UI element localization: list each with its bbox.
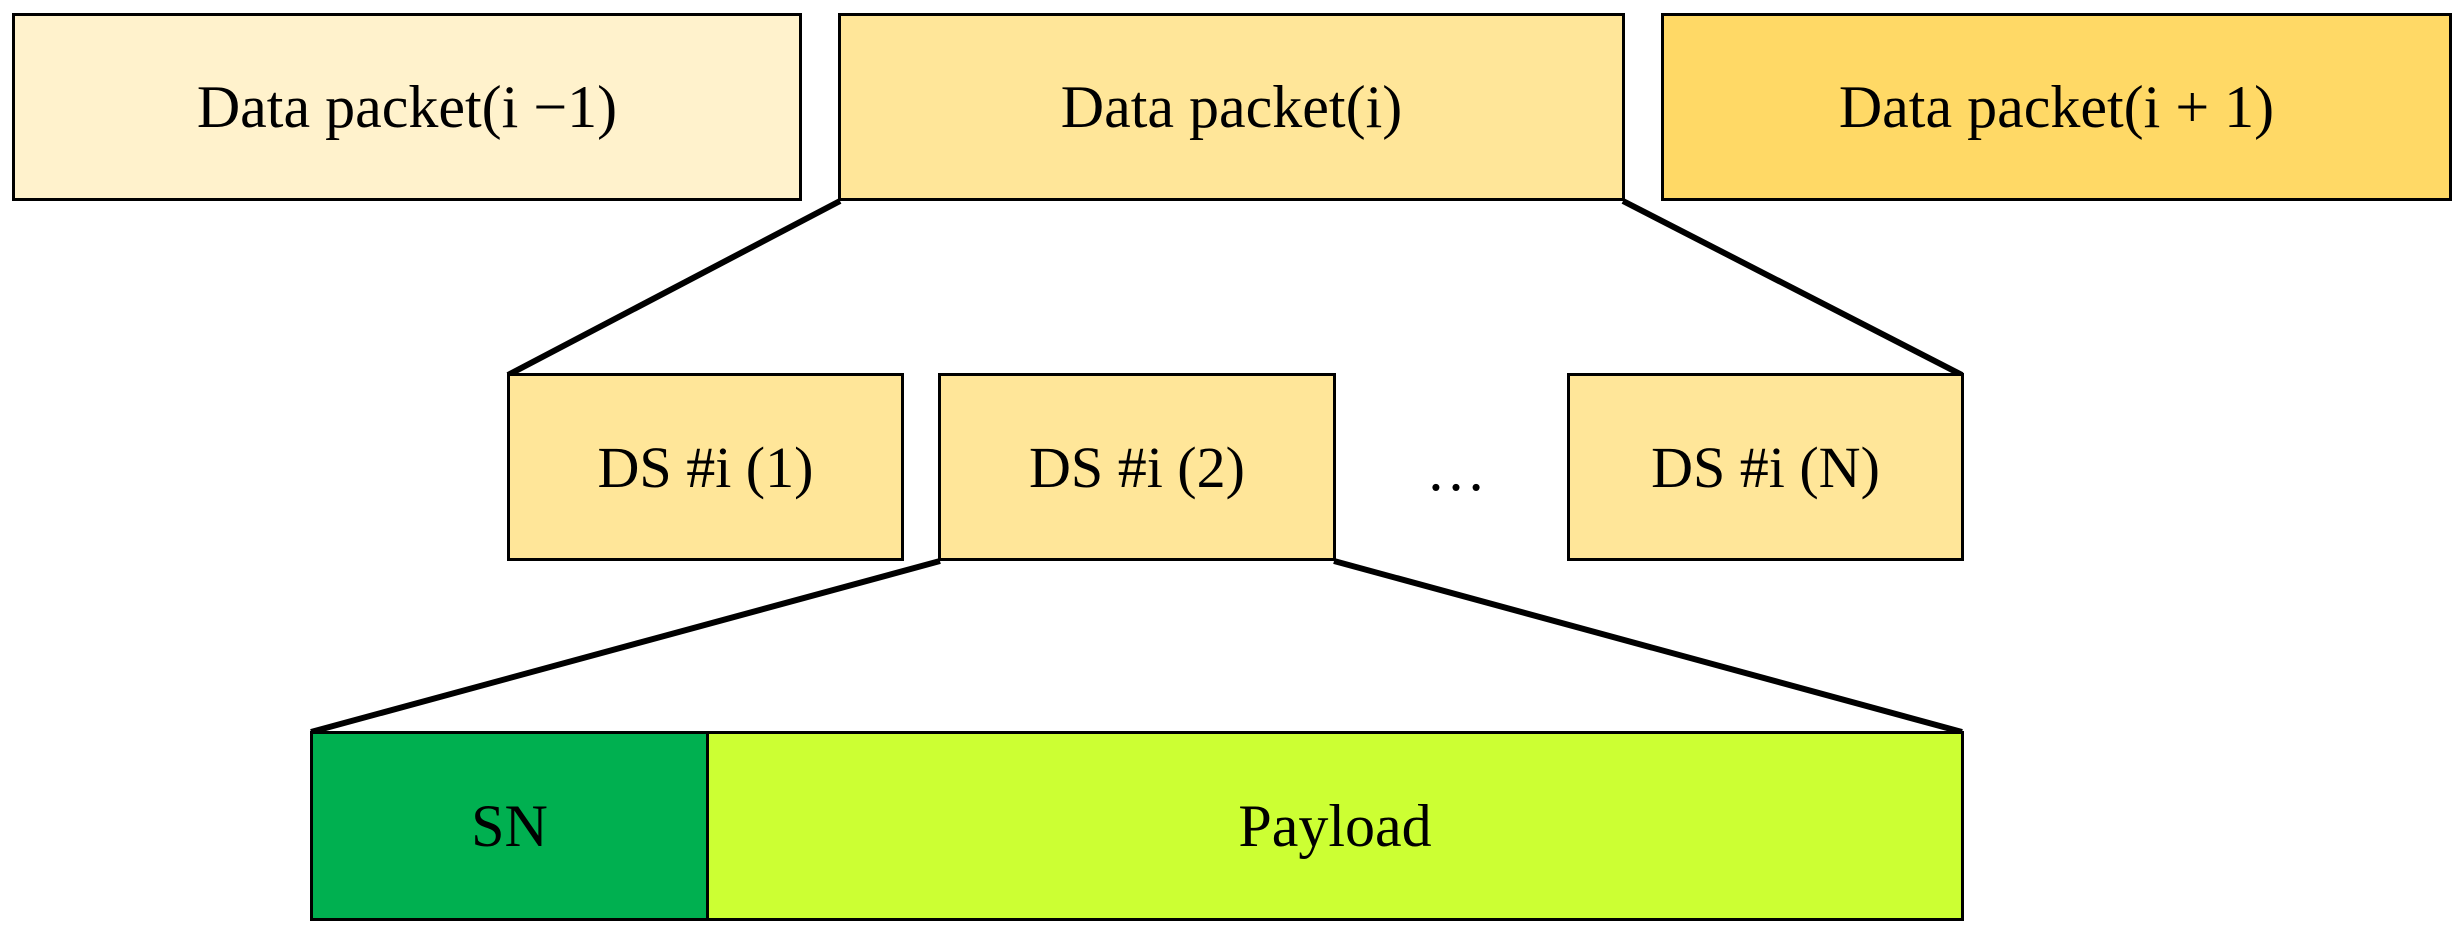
zoom-line-segment-left — [310, 558, 941, 735]
sequence-number-field: SN — [310, 731, 709, 921]
data-packet-current: Data packet(i) — [838, 13, 1625, 201]
data-segment-n-label: DS #i (N) — [1651, 434, 1880, 500]
zoom-line-packet-right — [1621, 198, 1964, 378]
data-segment-1-label: DS #i (1) — [597, 434, 814, 500]
data-segment-n: DS #i (N) — [1567, 373, 1964, 561]
zoom-line-segment-right — [1333, 558, 1963, 735]
sequence-number-label: SN — [471, 792, 548, 859]
data-segment-1: DS #i (1) — [507, 373, 904, 561]
data-packet-next-label: Data packet(i + 1) — [1838, 73, 2275, 140]
data-packet-previous: Data packet(i −1) — [12, 13, 802, 201]
zoom-line-packet-left — [506, 198, 842, 378]
segment-ellipsis: … — [1426, 436, 1494, 503]
data-segment-2-label: DS #i (2) — [1029, 434, 1245, 500]
data-packet-current-label: Data packet(i) — [1060, 73, 1403, 140]
data-packet-previous-label: Data packet(i −1) — [196, 73, 618, 140]
payload-field: Payload — [706, 731, 1964, 921]
data-packet-next: Data packet(i + 1) — [1661, 13, 2452, 201]
data-segment-2: DS #i (2) — [938, 373, 1336, 561]
payload-label: Payload — [1238, 792, 1432, 859]
